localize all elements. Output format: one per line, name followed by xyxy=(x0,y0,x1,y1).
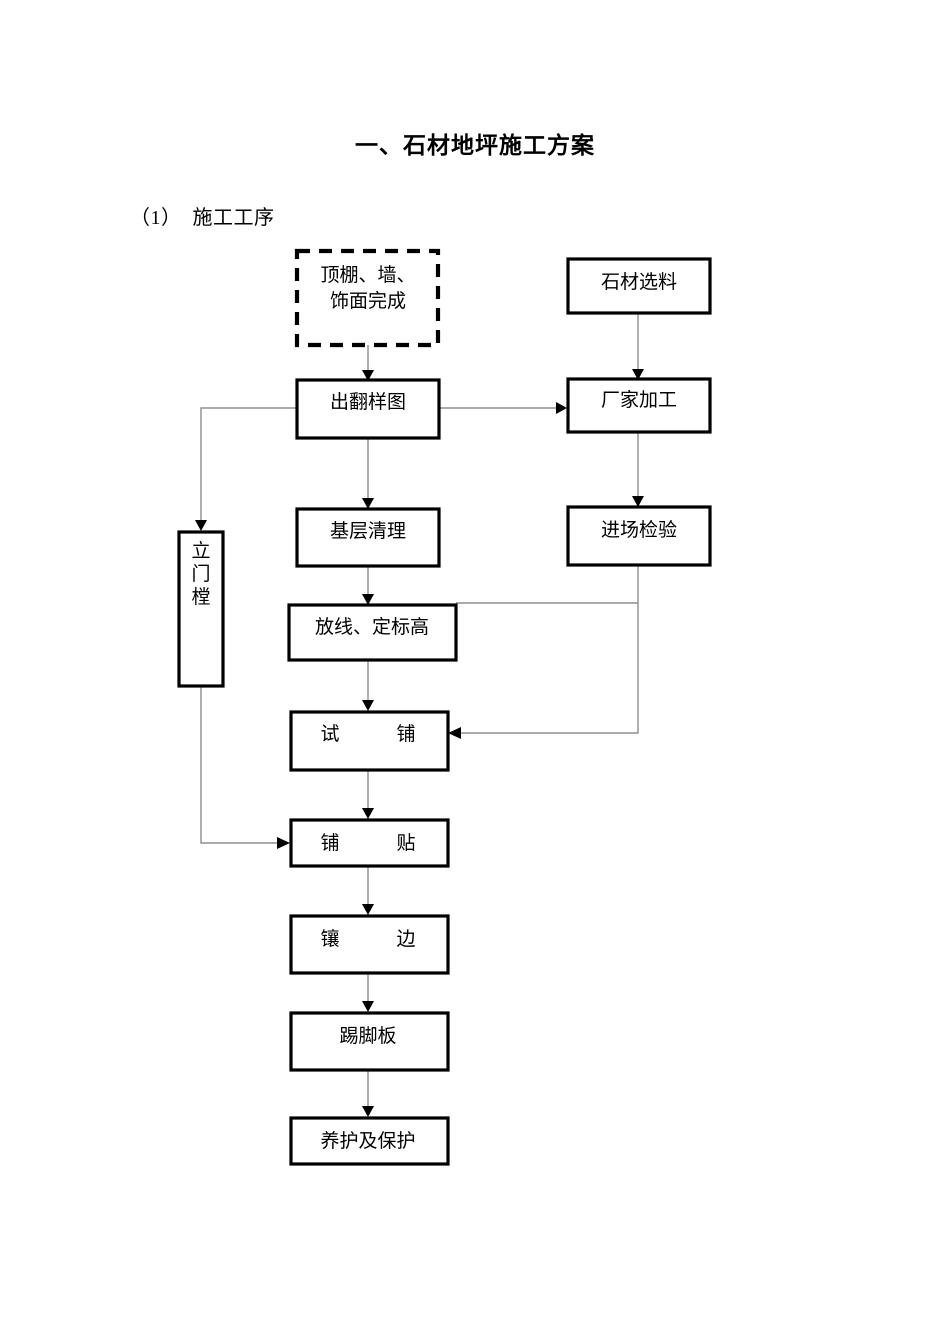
node-curing-protection[interactable]: 养护及保护 xyxy=(289,1116,450,1166)
section-heading: （1） 施工工序 xyxy=(108,178,275,253)
node-skirting-label: 踢脚板 xyxy=(339,1025,396,1047)
connector-inspection-to-triallaying xyxy=(448,565,639,739)
node-door-frame-label-char1: 立 xyxy=(191,540,210,562)
node-ceiling-wall-finish-label-line1: 顶棚、墙、 xyxy=(320,264,415,286)
node-stone-selection[interactable]: 石材选料 xyxy=(566,257,712,315)
node-curing-protection-label: 养护及保护 xyxy=(320,1130,415,1152)
node-door-frame-label-char2: 门 xyxy=(191,563,210,585)
connector-shopdrawing-to-basecleaning xyxy=(362,438,374,509)
node-base-cleaning[interactable]: 基层清理 xyxy=(295,507,441,568)
connector-settingout-to-triallaying xyxy=(362,660,374,711)
connector-doorframe-to-paving xyxy=(200,686,290,849)
connector-factory-to-inspection xyxy=(632,432,644,507)
node-edging-label-b: 边 xyxy=(396,928,415,950)
connector-basecleaning-to-settingout xyxy=(362,566,374,605)
node-shop-drawing-label: 出翻样图 xyxy=(330,391,406,413)
node-ceiling-wall-finish[interactable]: 顶棚、墙、 饰面完成 xyxy=(294,248,441,348)
node-ceiling-wall-finish-label-line2: 饰面完成 xyxy=(330,290,406,312)
node-stone-selection-label: 石材选料 xyxy=(601,271,677,293)
node-factory-processing[interactable]: 厂家加工 xyxy=(566,377,712,434)
connector-skirting-to-curing xyxy=(362,1070,374,1117)
node-paving-label-a: 铺 xyxy=(320,832,339,854)
node-skirting[interactable]: 踢脚板 xyxy=(289,1011,450,1072)
node-trial-laying[interactable]: 试 铺 xyxy=(289,710,450,772)
connector-edging-to-skirting xyxy=(362,973,374,1012)
section-number: （1） xyxy=(130,207,182,229)
node-edging[interactable]: 镶 边 xyxy=(289,914,450,975)
connector-shopdrawing-to-factory xyxy=(440,402,567,414)
node-door-frame[interactable]: 立 门 樘 xyxy=(177,530,225,688)
connector-triallaying-to-paving xyxy=(362,770,374,819)
page-title: 一、石材地坪施工方案 xyxy=(355,133,595,158)
node-trial-laying-label-b: 铺 xyxy=(396,723,415,745)
connector-ceiling-to-shopdrawing xyxy=(362,345,374,381)
connector-shopdrawing-to-doorframe xyxy=(195,407,296,531)
node-incoming-inspection[interactable]: 进场检验 xyxy=(566,505,712,567)
node-door-frame-label-char3: 樘 xyxy=(191,586,210,608)
node-setting-out-label: 放线、定标高 xyxy=(315,616,429,638)
node-incoming-inspection-label: 进场检验 xyxy=(601,519,677,541)
node-paving[interactable]: 铺 贴 xyxy=(289,818,450,868)
connector-paving-to-edging xyxy=(362,866,374,915)
connector-stoneselection-to-factory xyxy=(632,313,644,380)
node-paving-label-b: 贴 xyxy=(396,832,415,854)
node-trial-laying-label-a: 试 xyxy=(320,723,339,745)
section-label: 施工工序 xyxy=(192,207,275,229)
node-edging-label-a: 镶 xyxy=(320,928,339,950)
node-base-cleaning-label: 基层清理 xyxy=(330,520,406,542)
node-setting-out[interactable]: 放线、定标高 xyxy=(287,603,458,662)
node-factory-processing-label: 厂家加工 xyxy=(601,389,677,411)
node-shop-drawing[interactable]: 出翻样图 xyxy=(295,378,441,440)
